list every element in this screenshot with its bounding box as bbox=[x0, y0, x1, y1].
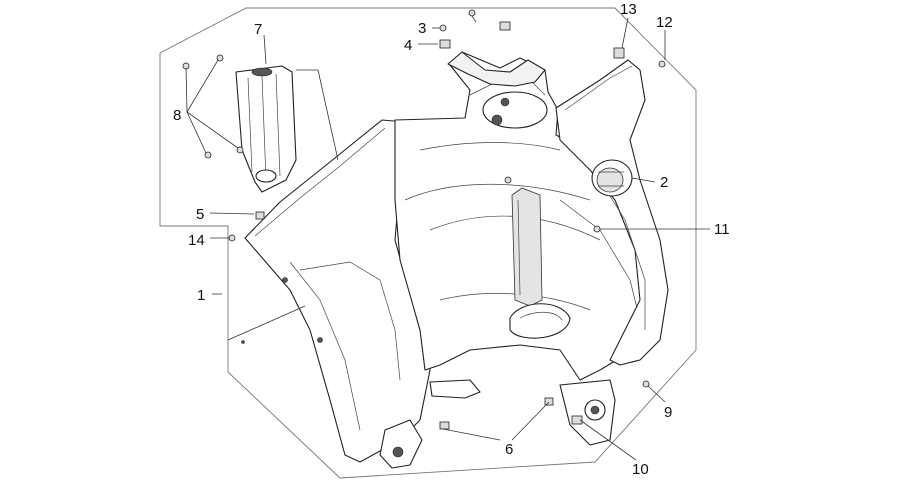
fasteners bbox=[182, 9, 666, 430]
callout-7: 7 bbox=[254, 21, 262, 38]
inner-panel bbox=[244, 51, 669, 469]
callout-11: 11 bbox=[714, 221, 730, 238]
callout-4: 4 bbox=[404, 37, 412, 54]
callout-6: 6 bbox=[505, 441, 513, 458]
callout-5: 5 bbox=[196, 206, 204, 223]
callout-8: 8 bbox=[173, 107, 181, 124]
callout-1: 1 bbox=[197, 287, 205, 304]
callout-13: 13 bbox=[620, 1, 637, 18]
callout-12: 12 bbox=[656, 14, 673, 31]
callout-10: 10 bbox=[632, 461, 649, 478]
callout-labels: 1 2 3 4 5 6 7 8 9 10 11 12 13 14 bbox=[173, 1, 730, 478]
callout-14: 14 bbox=[188, 232, 205, 249]
grommet-cap bbox=[591, 159, 633, 197]
upper-cover bbox=[235, 65, 297, 193]
callout-2: 2 bbox=[660, 174, 668, 191]
leader-lines bbox=[185, 17, 710, 461]
callout-9: 9 bbox=[664, 404, 672, 421]
assembly-frame bbox=[159, 7, 697, 479]
callout-3: 3 bbox=[418, 20, 426, 37]
